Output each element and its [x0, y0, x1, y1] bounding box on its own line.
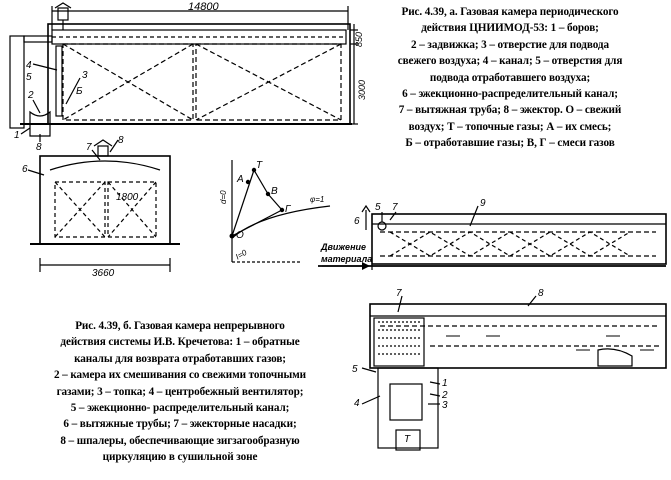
point-a: А	[236, 174, 244, 185]
callout-cs-6: 6	[22, 164, 28, 175]
letter-b: Б	[76, 86, 83, 97]
caption-b-line: действия системы И.В. Кречетова: 1 – обр…	[60, 336, 300, 349]
callout-b-3: 3	[442, 400, 448, 411]
callout-a-4: 4	[26, 60, 32, 71]
caption-b-line: 8 – шпалеры, обеспечивающие зигзагообраз…	[60, 434, 300, 447]
caption-a-line: 6 – эжекционно-распределительный канал;	[402, 88, 618, 101]
callout-a-1: 1	[14, 130, 20, 141]
caption-b-line: каналы для возврата отработавших газов;	[74, 352, 286, 365]
letter-t: Т	[404, 434, 411, 445]
caption-b-line: газами; 3 – топка; 4 – центробежный вент…	[56, 385, 304, 398]
movement-label-2: материала	[321, 254, 372, 264]
dim-3000: 3000	[357, 80, 367, 100]
caption-b-line: 5 – эжекционно- распределительный канал;	[70, 402, 290, 415]
caption-a-line: свежего воздуха; 4 – канал; 5 – отверсти…	[397, 55, 623, 68]
caption-a-line: 7 – вытяжная труба; 8 – эжектор. О – све…	[398, 104, 622, 117]
caption-figure-b: Рис. 4.39, б. Газовая камера непрерывног…	[2, 318, 358, 466]
point-g: Г	[285, 204, 292, 215]
caption-a-line: 2 – задвижка; 3 – отверстие для подвода	[411, 38, 609, 51]
axis-d0: d=0	[219, 190, 228, 204]
callout-b-1: 1	[442, 378, 448, 389]
callout-b-4: 4	[354, 398, 360, 409]
callout-b-6-top: 6	[354, 216, 360, 227]
caption-a-line: воздух; Т – топочные газы; А – их смесь;	[408, 120, 612, 133]
point-v: В	[271, 186, 278, 197]
axis-phi1: φ=1	[310, 195, 324, 204]
callout-b-9: 9	[480, 198, 486, 209]
callout-cs-8: 8	[118, 135, 124, 146]
callout-cs-7: 7	[86, 142, 92, 153]
caption-a-line: Б – отработавшие газы; В, Г – смеси газо…	[405, 137, 615, 150]
caption-b-line: циркуляцию в сушильной зоне	[102, 451, 258, 464]
dim-1800: 1800	[116, 192, 139, 203]
callout-b-2: 2	[441, 390, 448, 401]
point-o: О	[236, 230, 244, 241]
callout-b-5-bottom: 5	[352, 364, 358, 375]
dim-14800: 14800	[188, 1, 219, 13]
caption-b-line: Рис. 4.39, б. Газовая камера непрерывног…	[75, 320, 285, 332]
caption-a-line: действия ЦНИИМОД-53: 1 – боров;	[421, 22, 599, 35]
callout-b-7-bottom: 7	[396, 288, 402, 299]
caption-a-line: Рис. 4.39, а. Газовая камера периодическ…	[401, 6, 619, 18]
callout-b-7-top: 7	[392, 202, 398, 213]
caption-b-line: 6 – вытяжные трубы; 7 – эжекторные насад…	[63, 418, 297, 431]
movement-label-1: Движение	[320, 242, 366, 252]
dim-850: 850	[354, 32, 364, 47]
callout-b-8: 8	[538, 288, 544, 299]
callout-a-3: 3	[82, 70, 88, 81]
callout-a-2: 2	[27, 90, 34, 101]
dim-3660: 3660	[92, 268, 115, 279]
callout-a-5: 5	[26, 72, 32, 83]
point-t: Т	[256, 160, 263, 171]
caption-figure-a: Рис. 4.39, а. Газовая камера периодическ…	[350, 4, 670, 152]
caption-b-line: 2 – камера их смешивания со свежими топо…	[53, 369, 306, 382]
callout-a-8: 8	[36, 142, 42, 153]
axis-i0: I=0	[234, 248, 249, 262]
caption-a-line: подвода отработавшего воздуха;	[429, 71, 591, 84]
callout-b-5: 5	[375, 202, 381, 213]
